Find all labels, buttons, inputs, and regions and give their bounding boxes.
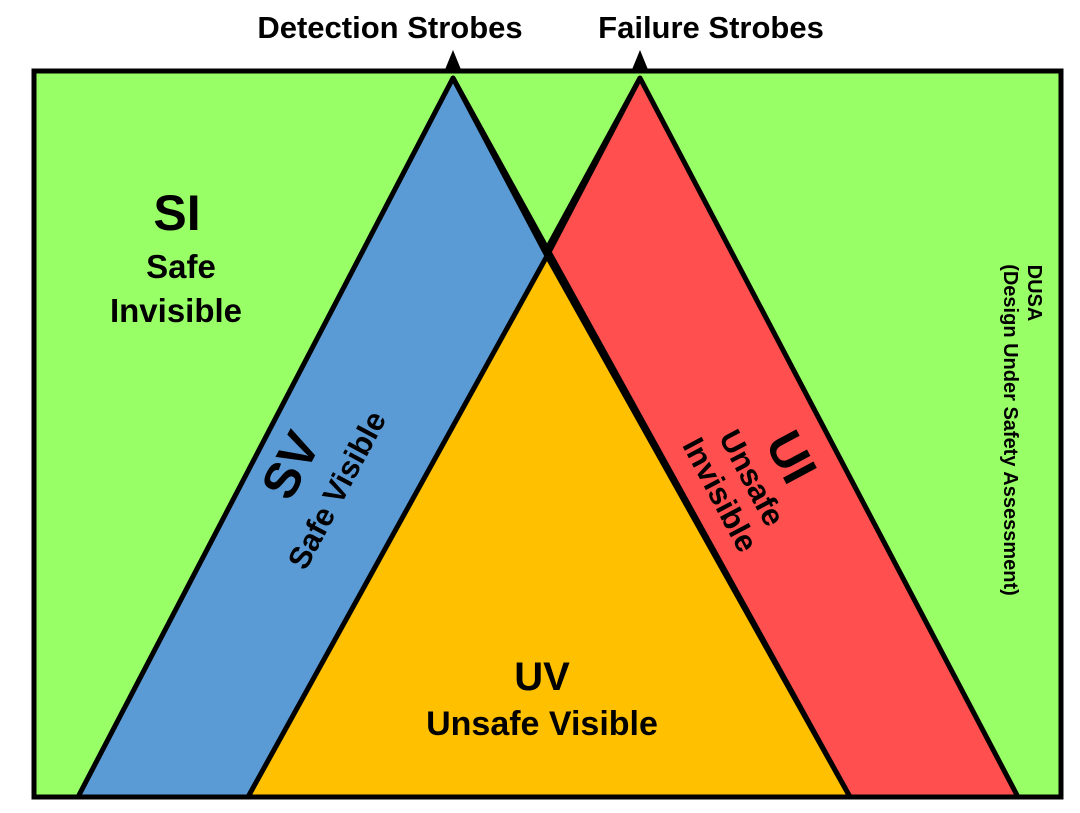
uv-name: Unsafe Visible bbox=[426, 705, 658, 743]
failure-arrow-head bbox=[631, 50, 649, 72]
si-code: SI bbox=[153, 185, 200, 241]
dusa-full-name: (Design Under Safety Assessment) bbox=[999, 264, 1021, 596]
sv-right-edge bbox=[450, 76, 550, 258]
si-line1: Safe bbox=[146, 248, 216, 285]
ui-left-edge bbox=[544, 76, 643, 258]
uv-code: UV bbox=[514, 655, 570, 699]
failure-strobes-label: Failure Strobes bbox=[598, 10, 824, 45]
detection-arrow-head bbox=[444, 50, 462, 72]
dusa-code: DUSA bbox=[1023, 265, 1045, 322]
si-line2: Invisible bbox=[110, 292, 242, 329]
dusa-box-border bbox=[31, 68, 1064, 800]
detection-strobes-label: Detection Strobes bbox=[257, 10, 522, 45]
